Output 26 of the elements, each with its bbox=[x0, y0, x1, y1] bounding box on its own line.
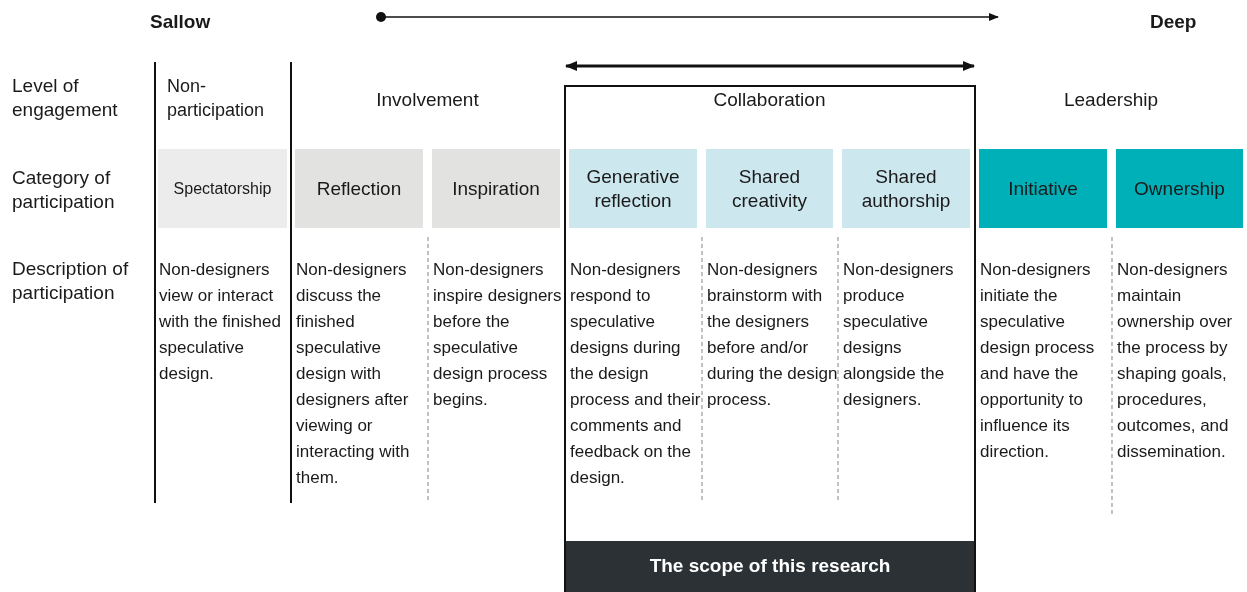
scale-end-label: Sallow bbox=[150, 10, 212, 34]
description-text: Non-designers maintain ownership over the process by shaping goals, procedures, outcomes, and dissemination. bbox=[1117, 259, 1234, 463]
category-box: Ownership bbox=[1116, 149, 1243, 228]
scale-end-label: Deep bbox=[1150, 10, 1198, 34]
category-box: Initiative bbox=[979, 149, 1107, 228]
engagement-level: Leadership bbox=[1063, 88, 1159, 112]
engagement-level: Involvement bbox=[375, 88, 480, 112]
engagement-level: Collaboration bbox=[712, 88, 827, 112]
description-text: Non-designers brainstorm with the designers before and/or during the design process. bbox=[707, 259, 839, 411]
scope-banner: The scope of this research bbox=[566, 541, 974, 592]
description-text: Non-designers initiate the speculative design process and have the opportunity to influence its direction. bbox=[980, 259, 1096, 463]
row-heading: Level of engagement bbox=[12, 74, 119, 122]
description-text: Non-designers discuss the finished speculative design with designers after viewing or interacting with them. bbox=[296, 259, 411, 489]
description-text: Non-designers respond to speculative designs during the design process and their comments and feedback on the design. bbox=[570, 259, 702, 489]
category-box: Spectatorship bbox=[158, 149, 287, 228]
description-text: Non-designers inspire designers before the speculative design process begins. bbox=[433, 259, 563, 411]
row-heading: Category of participation bbox=[12, 166, 116, 214]
category-box: Generative reflection bbox=[569, 149, 697, 228]
category-box: Shared creativity bbox=[706, 149, 833, 228]
category-box: Reflection bbox=[295, 149, 423, 228]
engagement-level: Non-participation bbox=[167, 75, 266, 122]
description-text: Non-designers view or interact with the finished speculative design. bbox=[159, 259, 282, 385]
description-text: Non-designers produce speculative designs alongside the designers. bbox=[843, 259, 955, 411]
category-box: Inspiration bbox=[432, 149, 560, 228]
row-heading: Description of participation bbox=[12, 257, 130, 305]
category-box: Shared authorship bbox=[842, 149, 970, 228]
